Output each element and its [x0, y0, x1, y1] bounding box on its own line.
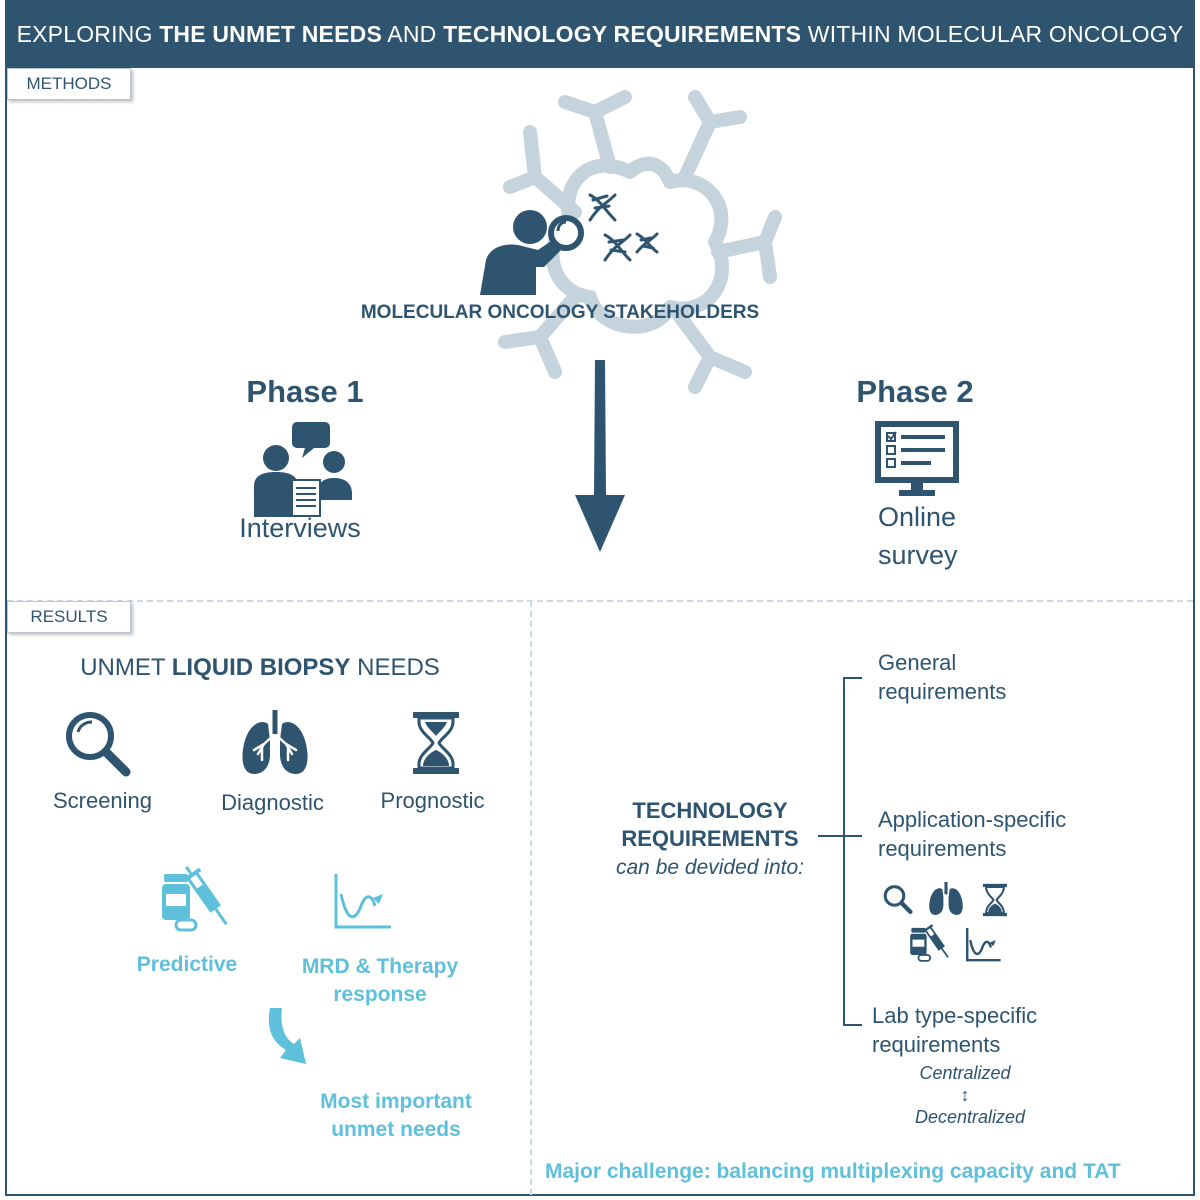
interview-icon	[254, 422, 352, 517]
phase2-caption-line1: Online	[878, 502, 957, 532]
needs-title: UNMET LIQUID BIOPSY NEEDS	[30, 654, 490, 682]
small-hourglass-icon	[983, 883, 1007, 917]
phase1-caption: Interviews	[239, 513, 361, 543]
small-magnifier-icon	[883, 885, 913, 915]
branch-application-line1: Application-specific	[878, 807, 1067, 832]
branch-general-line1: General	[878, 650, 957, 675]
magnifier-icon	[66, 712, 131, 777]
header-text-4: TECHNOLOGY REQUIREMENTS	[443, 20, 802, 47]
phase2-title: Phase 2	[856, 374, 974, 409]
curved-arrow-icon	[268, 1008, 306, 1064]
branch-lab-line1: Lab type-specific	[872, 1003, 1038, 1028]
header-text-5: WITHIN MOLECULAR ONCOLOGY	[801, 20, 1184, 47]
branch-bracket	[818, 677, 862, 1026]
most-important-line1: Most important	[320, 1090, 472, 1113]
response-curve-icon	[334, 874, 391, 929]
phase1-title: Phase 1	[246, 374, 364, 409]
dna-helix-icon	[588, 193, 659, 262]
tech-req-line2: REQUIREMENTS	[621, 826, 799, 851]
major-challenge: Major challenge: balancing multiplexing …	[545, 1160, 1121, 1183]
tech-req-line3: can be devided into:	[616, 856, 804, 879]
down-arrow-icon	[575, 360, 625, 552]
header-text-2: THE UNMET NEEDS	[159, 20, 382, 47]
small-response-curve-icon	[966, 928, 1001, 962]
most-important-line2: unmet needs	[331, 1118, 461, 1141]
tech-req-line1: TECHNOLOGY	[632, 798, 788, 823]
lab-decentralized: Decentralized	[914, 1107, 1026, 1127]
methods-label: METHODS	[7, 68, 131, 100]
branch-general-line2: requirements	[878, 679, 1007, 704]
need-screening-label: Screening	[52, 788, 153, 813]
medication-syringe-icon	[162, 866, 228, 932]
researcher-magnifier-icon	[480, 210, 584, 295]
need-mrd-label-line1: MRD & Therapy	[301, 955, 459, 978]
branch-lab-line2: requirements	[872, 1032, 1001, 1057]
needs-title-1: UNMET	[80, 654, 172, 681]
lab-centralized: Centralized	[919, 1063, 1011, 1083]
header-bar: EXPLORING THE UNMET NEEDS AND TECHNOLOGY…	[5, 0, 1195, 68]
need-diagnostic-label: Diagnostic	[221, 790, 324, 815]
needs-title-2: LIQUID BIOPSY	[171, 654, 351, 681]
lungs-icon	[242, 708, 308, 774]
needs-title-3: NEEDS	[350, 654, 440, 681]
results-label: RESULTS	[7, 601, 131, 633]
branch-application-line2: requirements	[878, 836, 1007, 861]
need-prognostic-label: Prognostic	[380, 788, 485, 813]
phase2-caption-line2: survey	[878, 540, 958, 570]
header-text-3: AND	[381, 20, 444, 47]
small-medication-icon	[910, 924, 949, 962]
survey-monitor-icon	[875, 421, 959, 496]
header-text-1: EXPLORING	[16, 20, 160, 47]
need-mrd-label-line2: response	[333, 983, 427, 1006]
section-divider-vertical	[530, 601, 532, 1195]
stakeholders-label: MOLECULAR ONCOLOGY STAKEHOLDERS	[360, 302, 760, 323]
need-predictive-label: Predictive	[136, 953, 238, 976]
section-divider-horizontal	[7, 600, 1193, 602]
hourglass-icon	[413, 712, 459, 774]
small-lungs-icon	[929, 882, 963, 915]
lab-updown-arrow: ↕	[960, 1085, 970, 1105]
